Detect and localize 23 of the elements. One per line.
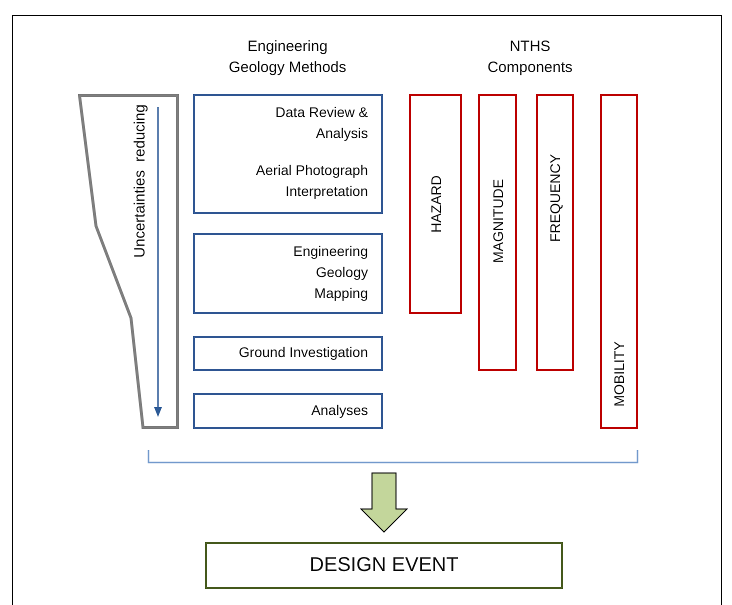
column-heading: NTHS Components — [486, 37, 574, 78]
block-arrow — [360, 472, 408, 533]
component-bar — [409, 94, 462, 314]
component-bar — [600, 94, 638, 429]
component-bar — [478, 94, 517, 371]
component-label: HAZARD — [428, 175, 444, 233]
method-label: Aerial Photograph Interpretation — [254, 161, 368, 201]
method-label: Engineering Geology Mapping — [292, 242, 368, 303]
method-box — [193, 336, 383, 371]
result-label: DESIGN EVENT — [310, 554, 458, 577]
method-label: Analyses — [311, 400, 368, 420]
column-heading: Engineering Geology Methods — [228, 37, 348, 78]
method-box — [193, 94, 383, 214]
vertical-label: Uncertainties reducing — [132, 104, 148, 258]
result-box — [205, 542, 563, 589]
method-label: Ground Investigation — [238, 343, 368, 362]
method-box — [193, 393, 383, 429]
component-label: FREQUENCY — [547, 154, 563, 242]
component-label: MAGNITUDE — [490, 178, 506, 262]
method-label: Data Review & Analysis — [274, 103, 368, 143]
component-label: MOBILITY — [611, 340, 627, 406]
component-bar — [536, 94, 574, 371]
method-box — [193, 233, 383, 314]
